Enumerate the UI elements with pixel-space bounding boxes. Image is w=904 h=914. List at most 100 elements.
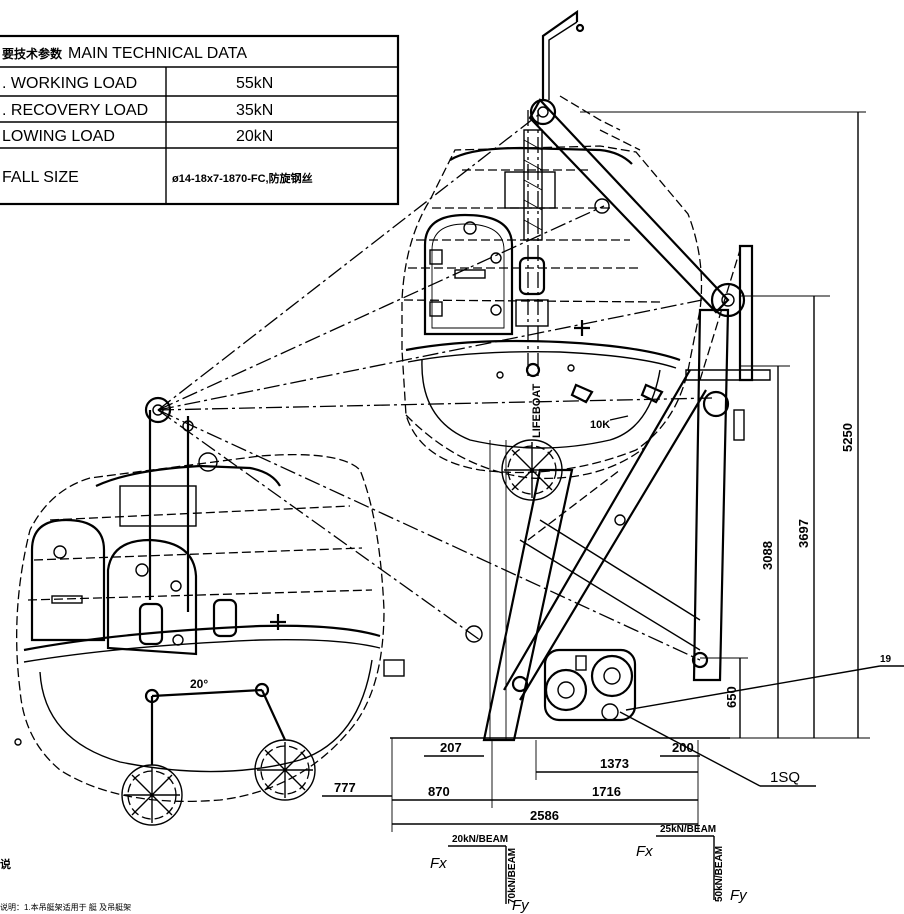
dimension-lines: 5250 3697 3088 650 19 1SQ 207 200 1373 8… — [322, 111, 904, 832]
release-hook — [138, 602, 164, 646]
swing-line — [157, 299, 703, 411]
brake-icon — [601, 703, 619, 721]
dim-777-label: 777 — [334, 780, 356, 795]
beam-20kn-label: 20kN/BEAM — [452, 834, 508, 845]
row-working-load-label: . WORKING LOAD — [2, 75, 137, 92]
swing-line — [157, 409, 481, 641]
dim-3697-label: 3697 — [796, 519, 811, 548]
fy1-label: Fy — [512, 897, 530, 914]
fx2-label: Fx — [636, 843, 653, 860]
row-fall-size-label: FALL SIZE — [2, 169, 79, 186]
construction-lines — [527, 249, 741, 541]
propeller-spokes — [504, 442, 560, 498]
cross-mark-icon — [574, 320, 590, 336]
winch-gear-icon — [590, 654, 634, 698]
hook-point-icon — [525, 362, 541, 378]
dim-207-label: 207 — [440, 740, 462, 755]
winch-drum-icon — [544, 668, 588, 712]
beam-25kn-label: 25kN/BEAM — [660, 824, 716, 835]
gunwale — [405, 339, 681, 362]
leader-1sq — [619, 711, 761, 787]
gear-hub — [603, 667, 621, 685]
davit-mast — [541, 9, 579, 100]
notes: 说 说明：1.本吊艇架适用于 艇 及吊艇架 — [0, 857, 131, 912]
deck-guide — [489, 440, 507, 740]
bottom-curve — [405, 414, 645, 480]
lifting-slings — [150, 688, 286, 765]
davit-arm-stowed — [528, 98, 730, 314]
row-recovery-load-value: 35kN — [236, 102, 273, 119]
table-frame — [0, 34, 400, 206]
arm-rail — [559, 95, 641, 151]
dim-1716-label: 1716 — [592, 784, 621, 799]
hinge — [429, 249, 443, 265]
davit-arm-lowered — [482, 468, 574, 742]
masthead-light-icon — [575, 23, 585, 33]
keel-line — [421, 359, 661, 449]
fall-block-hatch — [523, 139, 543, 231]
dim-5250-label: 5250 — [840, 423, 855, 452]
door-handle — [454, 269, 486, 279]
heel-angle: 20° — [190, 677, 208, 691]
door-latch-icon — [172, 634, 184, 646]
leader-19 — [625, 665, 881, 711]
row-lowing-load-label: LOWING LOAD — [2, 128, 115, 145]
frame-sheave-icon — [702, 390, 730, 418]
hand-wheel-icon — [465, 625, 483, 643]
dim-870-label: 870 — [428, 784, 450, 799]
entrance-door — [30, 518, 106, 642]
propeller-spokes — [257, 742, 313, 798]
door-latch-icon — [490, 304, 502, 316]
fx1-label: Fx — [430, 855, 447, 872]
davit-mast-inner — [548, 21, 578, 100]
part-19-label: 19 — [880, 654, 892, 665]
canopy-top — [449, 146, 633, 165]
beam-50kn-label: 50kN/BEAM — [714, 846, 725, 902]
sheave-hub — [721, 293, 735, 307]
sheave-icon — [594, 198, 610, 214]
canopy-frames — [403, 207, 661, 303]
bolt-icon — [14, 738, 22, 746]
fall-block — [523, 129, 543, 241]
dim-2586-label: 2586 — [530, 808, 559, 823]
chock-blocks — [570, 383, 664, 404]
part-1sq-label: 1SQ — [770, 769, 800, 786]
hull-outline — [16, 454, 385, 803]
load-mark-10k: 10K — [590, 419, 610, 431]
lifeboat-label: LIFEBOAT — [531, 384, 543, 438]
head-sheave-icon — [529, 98, 557, 126]
door-latch-icon — [53, 545, 67, 559]
swing-line — [157, 111, 543, 411]
fy2-label: Fy — [730, 887, 748, 904]
keel-line — [39, 659, 373, 773]
canopy-hatch — [119, 485, 197, 527]
pivot-pin-icon — [614, 514, 626, 526]
bolt-icon — [567, 364, 575, 372]
lifeboat-stowed: LIFEBOAT 10K — [401, 145, 703, 501]
lowered-falls — [148, 410, 190, 612]
winch-housing — [543, 648, 637, 722]
door-latch-icon — [463, 221, 477, 235]
reaction-forces: Fx Fy 20kN/BEAM 70kN/BEAM Fx Fy 25kN/BEA… — [430, 824, 748, 914]
notes-line: 说明：1.本吊艇架适用于 艇 及吊艇架 — [0, 902, 131, 912]
dim-650-label: 650 — [724, 686, 739, 708]
cross-mark-icon — [270, 614, 286, 630]
table-title: MAIN TECHNICAL DATA — [68, 45, 247, 62]
frame-diagonal — [503, 369, 707, 701]
bolt-icon — [496, 371, 504, 379]
gunwale — [23, 624, 381, 652]
drum-hub — [557, 681, 575, 699]
dim-200-label: 200 — [672, 740, 694, 755]
fender — [407, 351, 677, 369]
dim-1373-label: 1373 — [600, 756, 629, 771]
stern-fitting — [383, 659, 405, 677]
davit-structure — [144, 9, 771, 742]
hinge — [429, 301, 443, 317]
hull-outline — [401, 145, 703, 474]
table-title-cn: 要技术参数 — [2, 46, 63, 61]
row-lowing-load-value: 20kN — [236, 128, 273, 145]
frame-brace — [519, 519, 701, 651]
main-frame-post — [692, 308, 730, 682]
